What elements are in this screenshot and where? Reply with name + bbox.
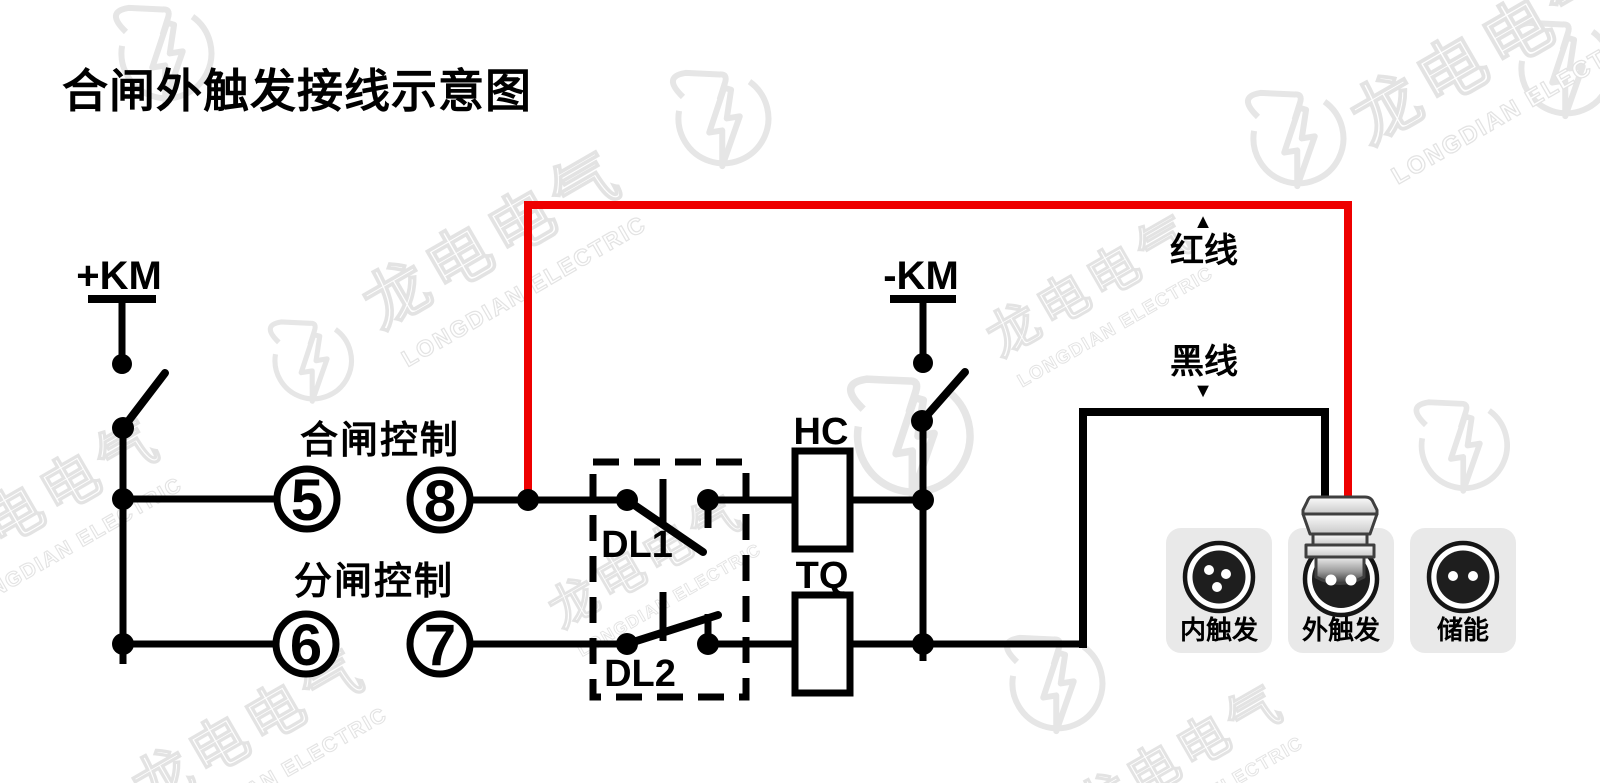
red-trigger-wire <box>524 201 1352 500</box>
tq-coil-box <box>791 591 854 697</box>
red-wire-tap-dot <box>517 489 539 511</box>
socket-pin <box>1221 569 1231 579</box>
dl1-contact: DL1 <box>601 479 719 566</box>
opening-control-label: 分闸控制 <box>294 561 454 603</box>
tq-coil: TQ <box>708 555 1087 697</box>
dl2-contact: DL2 <box>604 592 722 695</box>
terminal-6-circle <box>272 610 340 678</box>
watermark-logo-icon <box>998 617 1115 740</box>
watermark-cn: 龙电电气 <box>122 636 378 783</box>
socket-pin <box>1204 565 1214 575</box>
connector-card-internal-trigger: 内触发 <box>1166 528 1272 653</box>
watermark-text: 龙电电气 LONGDIAN ELECTRIC <box>1338 0 1600 191</box>
contact-dot <box>616 489 638 511</box>
red-wire-label: 红线 <box>1170 232 1238 270</box>
plug-icon <box>1301 495 1379 585</box>
hc-coil: HC <box>708 411 923 553</box>
plug-flange <box>1304 543 1376 559</box>
closing-control-label: 合闸控制 <box>300 420 460 462</box>
terminal-5-circle <box>273 465 341 533</box>
km-minus-label: -KM <box>883 254 959 298</box>
tq-label: TQ <box>796 555 849 597</box>
watermark-logo-icon <box>262 304 361 409</box>
contact-dot <box>616 633 638 655</box>
closing-control-row: 合闸控制 5 8 <box>123 420 627 534</box>
dl2-blade <box>623 611 722 648</box>
watermark-text: 龙电电气 LONGDIAN ELECTRIC <box>122 635 392 783</box>
socket-pin <box>1325 574 1337 586</box>
socket-pin <box>1345 574 1357 586</box>
socket-face <box>1192 550 1246 604</box>
dashed-boundary <box>589 458 750 701</box>
connector-cards: 内触发 外触发 储能 <box>1166 495 1516 653</box>
km-plus-label: +KM <box>76 254 162 298</box>
plug-neck <box>1314 555 1366 585</box>
contact-dot <box>112 354 132 374</box>
contact-dot <box>913 353 933 373</box>
watermark-logo-icon <box>664 52 781 175</box>
dl1-blade <box>623 496 707 556</box>
hc-coil-box <box>791 447 854 553</box>
junction-dot <box>912 489 934 511</box>
hc-label: HC <box>794 411 849 453</box>
red-wire-arrow-icon: ▲ <box>1193 211 1213 233</box>
connector-label: 外触发 <box>1302 615 1380 645</box>
socket-pin <box>1212 582 1222 592</box>
km-plus-branch: +KM <box>76 254 169 664</box>
km-plus-switch-blade <box>119 369 169 432</box>
wire-color-callouts: ▲ 红线 黑线 ▼ <box>1170 211 1238 402</box>
black-wire-arrow-icon: ▼ <box>1193 380 1213 402</box>
black-trigger-wire <box>1079 408 1329 648</box>
connector-card-energy-storage: 储能 <box>1410 528 1516 653</box>
connector-card-external-trigger: 外触发 <box>1288 495 1394 653</box>
plug-collar <box>1311 532 1369 547</box>
terminal-6-number: 6 <box>290 613 322 678</box>
watermark-text: 龙电电气 LONGDIAN ELECTRIC <box>0 405 187 618</box>
connector-label: 储能 <box>1437 615 1489 645</box>
km-minus-branch: -KM <box>883 254 969 661</box>
socket-pin <box>1468 571 1478 581</box>
socket-pin <box>1448 571 1458 581</box>
terminal-7-number: 7 <box>424 613 456 678</box>
page-title: 合闸外触发接线示意图 <box>62 65 532 117</box>
opening-control-row: 分闸控制 6 7 <box>123 561 627 678</box>
watermark-logo-icon <box>1407 382 1518 499</box>
black-wire-label: 黑线 <box>1170 343 1238 381</box>
terminal-5-number: 5 <box>291 468 323 533</box>
junction-dot <box>912 633 934 655</box>
connector-label: 内触发 <box>1180 615 1258 645</box>
breaker-aux-contact-box: DL1 DL2 <box>589 458 750 701</box>
dl2-label: DL2 <box>604 653 676 695</box>
plug-cap <box>1301 495 1379 516</box>
terminal-8-number: 8 <box>424 469 456 534</box>
socket-face <box>1436 550 1490 604</box>
plug-body <box>1301 512 1379 536</box>
watermark-text: 龙电电气 LONGDIAN ELECTRIC <box>350 135 651 372</box>
dl1-label: DL1 <box>601 524 673 566</box>
watermark-logo-icon <box>1239 72 1356 195</box>
